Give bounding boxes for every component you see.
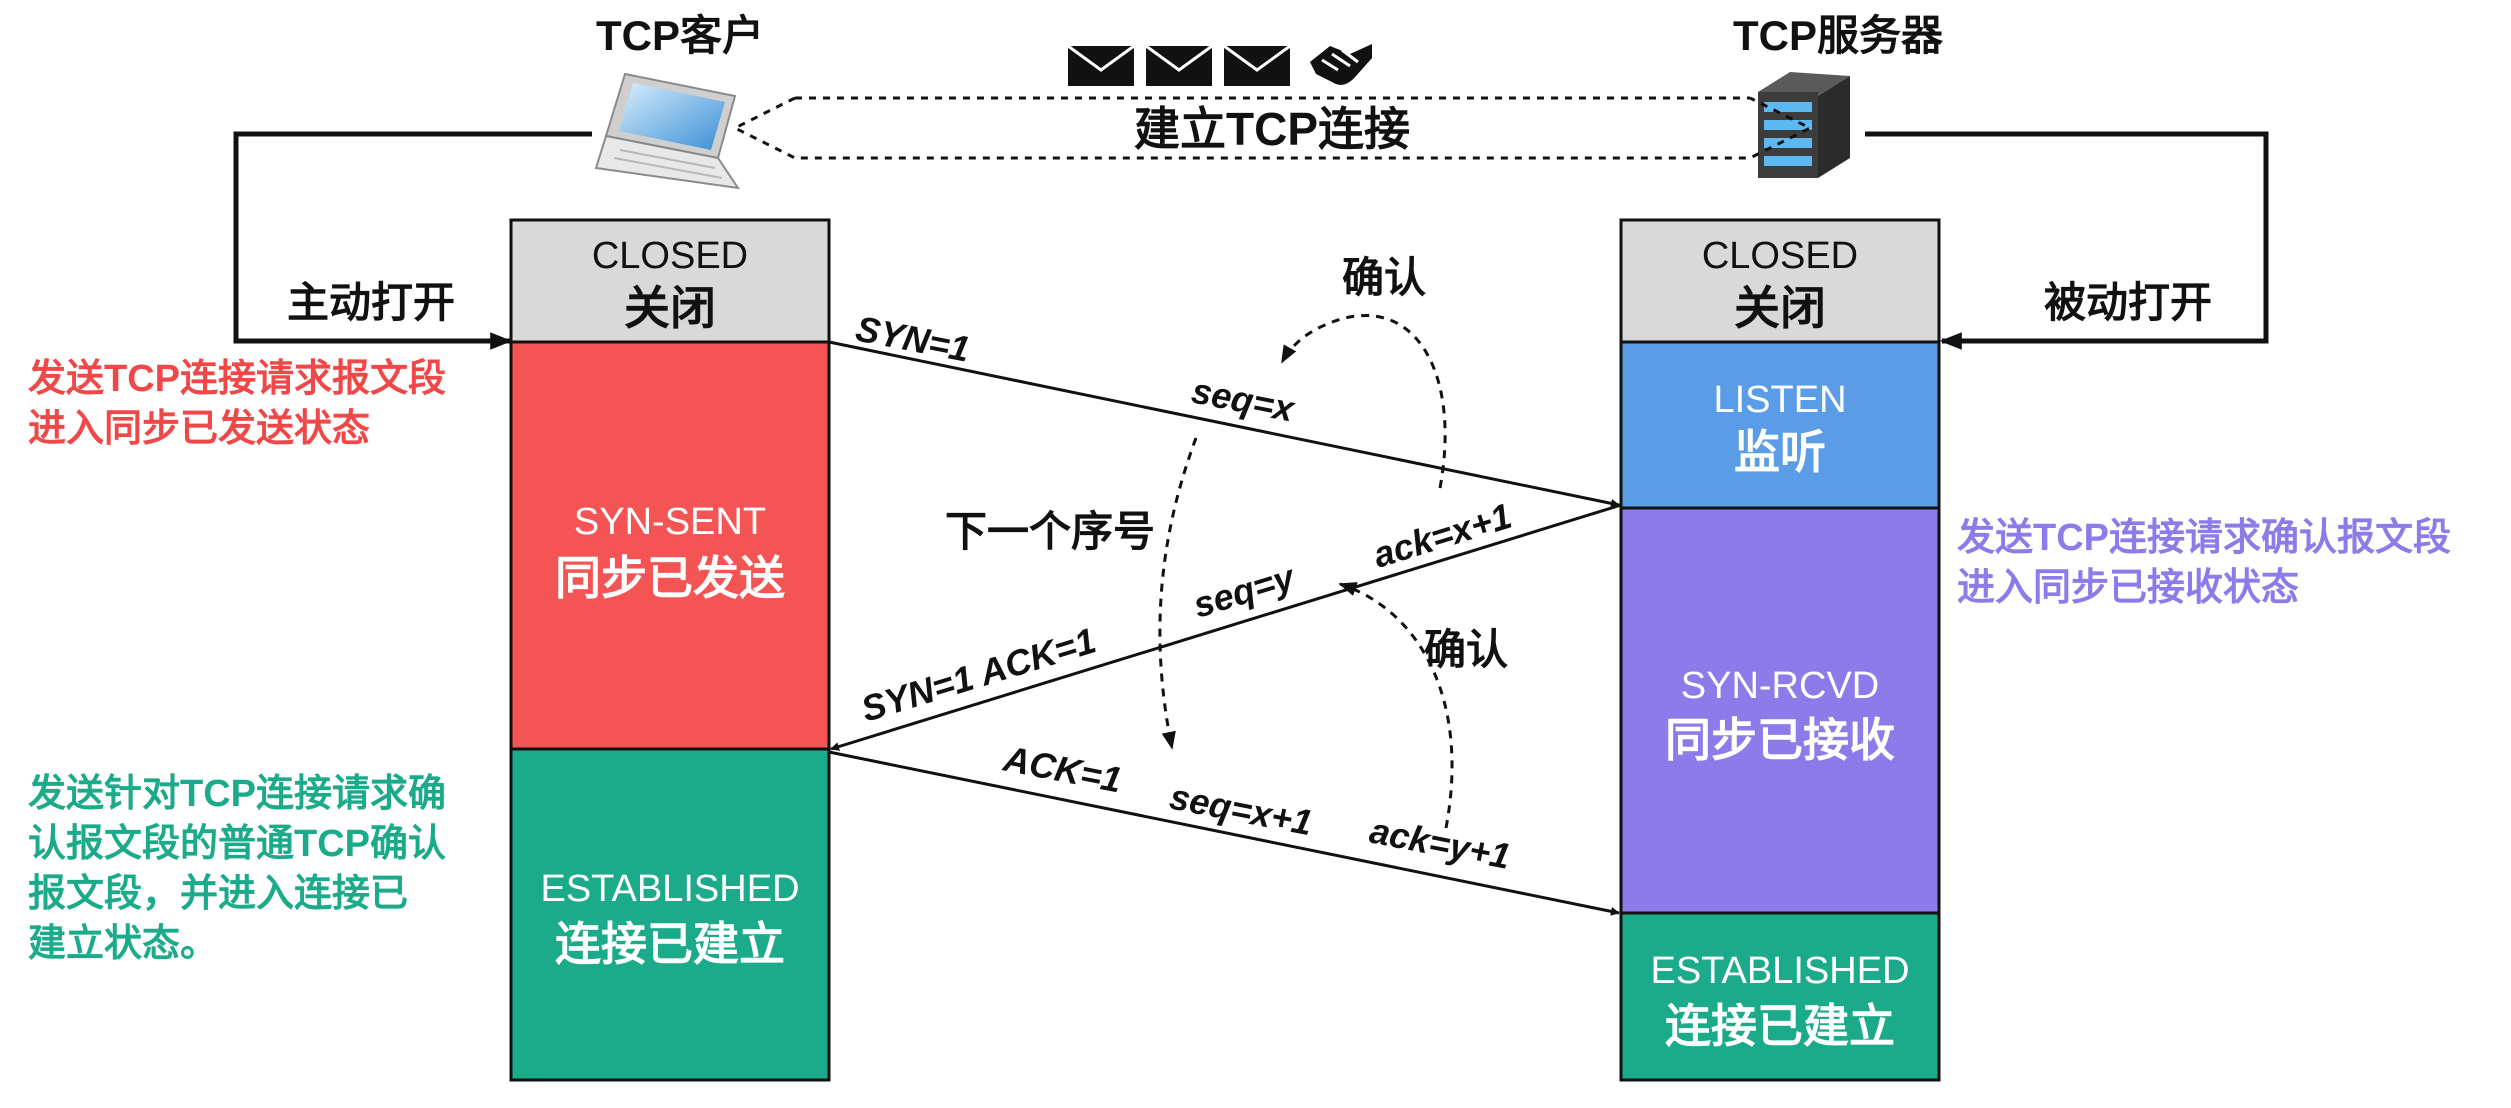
server-syn-rcvd-en: SYN-RCVD (1681, 665, 1879, 707)
client-ack-note-line-1: 发送针对TCP连接请求确 (28, 773, 446, 815)
server-synack-note-line-1: 发送TCP连接请求确认报文段 (1957, 517, 2451, 559)
client-action-label: 主动打开 (287, 279, 455, 326)
client-state-syn-sent: SYN-SENT 同步已发送 (509, 340, 831, 751)
server-listen-zh: 监听 (1734, 426, 1826, 478)
server-syn-rcvd-zh: 同步已接收 (1665, 714, 1895, 766)
client-syn-sent-en: SYN-SENT (574, 501, 766, 543)
server-icon (1758, 72, 1850, 178)
server-action-label: 被动打开 (2044, 279, 2212, 326)
server-closed-en: CLOSED (1702, 235, 1858, 277)
connection-label: 建立TCP连接 (1134, 103, 1410, 155)
client-syn-note-line-2: 进入同步已发送状态 (28, 408, 370, 450)
client-closed-en: CLOSED (592, 235, 748, 277)
client-established-box (509, 747, 831, 1082)
server-state-syn-rcvd: SYN-RCVD 同步已接收 (1619, 506, 1941, 915)
ack-arrow (828, 750, 1620, 916)
envelope-icon-2 (1145, 44, 1213, 86)
connection-double-arrow (731, 96, 1814, 160)
ack-seq: seq=x+1 (1166, 776, 1315, 844)
server-state-closed: CLOSED 关闭 (1619, 218, 1941, 344)
client-established-en: ESTABLISHED (540, 868, 799, 910)
client-syn-note-line-1: 发送TCP连接请求报文段 (28, 358, 446, 400)
server-established-box (1619, 911, 1941, 1082)
client-ack-note: 发送针对TCP连接请求确 认报文段的普通TCP确认 报文段，并进入连接已 建立状… (28, 773, 446, 965)
confirm-label-2: 确认 (1424, 626, 1508, 673)
client-syn-sent-zh: 同步已发送 (555, 552, 785, 604)
client-open-line (233, 131, 592, 350)
confirm-arrow-1 (1280, 314, 1447, 489)
server-listen-en: LISTEN (1713, 379, 1846, 421)
synack-flags: SYN=1 ACK=1 (856, 619, 1100, 729)
synack-seq: seq=y (1188, 556, 1300, 626)
envelope-icon-3 (1223, 44, 1291, 86)
synack-ack: ack=x+1 (1368, 495, 1516, 576)
confirm-label-1: 确认 (1342, 254, 1426, 301)
server-established-zh: 连接已建立 (1665, 1000, 1895, 1052)
next-seq-arrow (1158, 437, 1198, 750)
client-syn-sent-box (509, 340, 831, 751)
laptop-icon (594, 72, 741, 190)
handshake-icon (1310, 44, 1372, 85)
server-title: TCP服务器 (1733, 12, 1944, 59)
client-state-closed: CLOSED 关闭 (509, 218, 831, 344)
envelope-icon-1 (1067, 44, 1135, 86)
client-closed-box (509, 218, 831, 344)
server-state-established: ESTABLISHED 连接已建立 (1619, 911, 1941, 1082)
client-ack-note-line-4: 建立状态。 (28, 923, 218, 965)
client-ack-note-line-2: 认报文段的普通TCP确认 (28, 823, 446, 865)
server-state-listen: LISTEN 监听 (1619, 340, 1941, 510)
synack-arrow (830, 503, 1622, 751)
client-state-established: ESTABLISHED 连接已建立 (509, 747, 831, 1082)
server-open-line (1865, 131, 2269, 350)
client-closed-zh: 关闭 (624, 282, 716, 334)
client-title: TCP客户 (596, 12, 764, 59)
client-established-zh: 连接已建立 (555, 918, 785, 970)
server-listen-box (1619, 340, 1941, 510)
server-closed-zh: 关闭 (1734, 282, 1826, 334)
server-synack-note-line-2: 进入同步已接收状态 (1957, 567, 2299, 609)
server-syn-rcvd-box (1619, 506, 1941, 915)
next-seq-label: 下一个序号 (945, 508, 1155, 555)
client-syn-note: 发送TCP连接请求报文段 进入同步已发送状态 (28, 358, 446, 450)
client-ack-note-line-3: 报文段，并进入连接已 (28, 873, 408, 915)
server-synack-note: 发送TCP连接请求确认报文段 进入同步已接收状态 (1957, 517, 2451, 609)
syn-arrow (828, 340, 1620, 508)
confirm-arrow-2 (1338, 582, 1454, 829)
server-established-en: ESTABLISHED (1650, 950, 1909, 992)
